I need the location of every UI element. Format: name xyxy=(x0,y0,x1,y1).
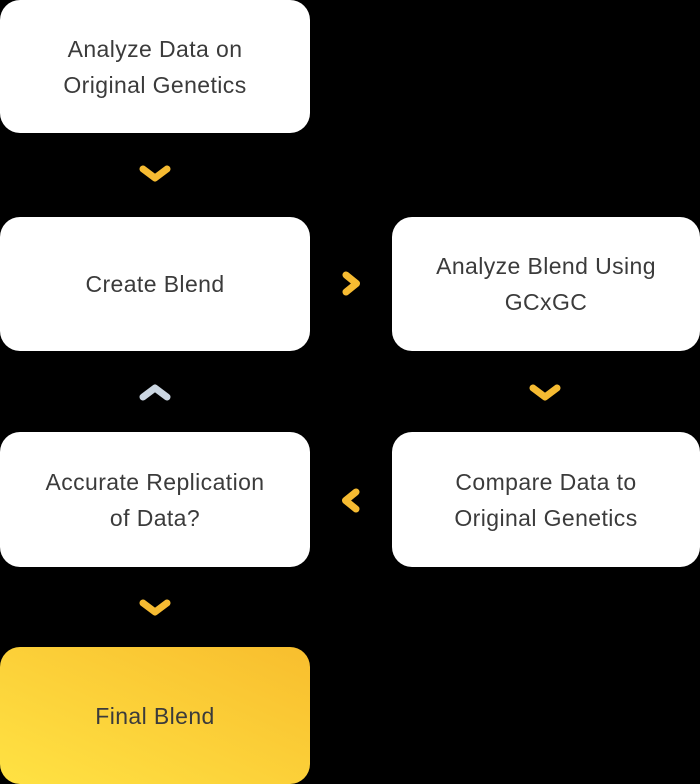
node-create-blend: Create Blend xyxy=(0,217,310,351)
node-compare-data-label-line2: Original Genetics xyxy=(454,504,638,531)
chevron-down-icon xyxy=(139,599,171,616)
node-analyze-blend-label-line2: GCxGC xyxy=(504,289,588,315)
node-analyze-data-label-line1: Analyze Data on xyxy=(67,35,243,62)
node-compare-data-label-line1: Compare Data to xyxy=(455,468,637,495)
node-final-blend-label-line1: Final Blend xyxy=(95,702,215,729)
node-compare-data: Compare Data to Original Genetics xyxy=(392,432,700,567)
chevron-right-icon xyxy=(342,271,361,296)
node-create-blend-label-line1: Create Blend xyxy=(85,271,225,297)
node-analyze-blend-label-line1: Analyze Blend Using xyxy=(436,253,656,279)
node-accurate-replication-label-line2: of Data? xyxy=(109,504,201,531)
node-analyze-data-label-line2: Original Genetics xyxy=(63,71,247,98)
chevron-down-icon xyxy=(529,384,561,401)
chevron-up-icon xyxy=(139,384,171,401)
node-analyze-data: Analyze Data on Original Genetics xyxy=(0,0,310,133)
node-analyze-blend: Analyze Blend Using GCxGC xyxy=(392,217,700,351)
chevron-down-icon xyxy=(139,165,171,182)
node-final-blend: Final Blend xyxy=(0,647,310,784)
chevron-left-icon xyxy=(341,488,360,513)
node-accurate-replication-label-line1: Accurate Replication xyxy=(45,468,265,495)
node-accurate-replication: Accurate Replication of Data? xyxy=(0,432,310,567)
